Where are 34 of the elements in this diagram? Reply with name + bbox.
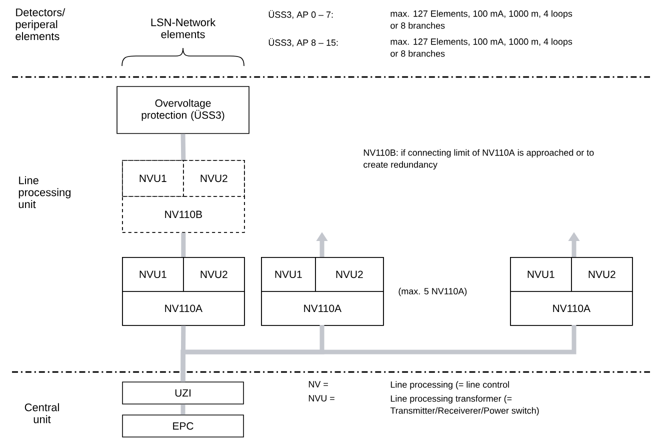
module-cell: NVU2: [183, 160, 245, 197]
label-text: (max. 5 NV110A): [398, 288, 467, 296]
label-text: LSN-Network elements: [151, 18, 216, 38]
label-text: ÜSS3, AP 8 – 15:: [268, 38, 338, 47]
module-cell: NVU1: [122, 160, 184, 197]
module-cell: NVU2: [183, 257, 245, 292]
label-text: max. 127 Elements, 100 mA, 1000 m, 4 loops or 8 branches: [390, 10, 572, 29]
unit-box: Overvoltage protection (ÜSS3): [116, 86, 250, 134]
unit-box: UZI: [122, 382, 244, 404]
label-text: NV =: [308, 381, 328, 388]
label-text: Line processing (= line control: [390, 381, 509, 390]
label-text: Line processing unit: [18, 176, 70, 208]
label-text: Detectors/ periperal elements: [16, 8, 66, 40]
module-cell: NVU1: [510, 257, 572, 292]
bus-line: [180, 325, 576, 382]
label-text: ÜSS3, AP 0 – 7:: [268, 10, 333, 19]
module-cell: NVU2: [315, 257, 384, 292]
module-cell: NVU1: [261, 257, 316, 292]
module-cell: NV110B: [122, 196, 245, 233]
connector-line: [180, 404, 186, 415]
label-text: NVU =: [308, 395, 334, 402]
connector-line: [180, 326, 186, 382]
module-cell: NV110A: [261, 291, 384, 326]
label-text: Central unit: [24, 403, 59, 424]
label-text: Line processing transformer (= Transmitter/Receiverer/Power switch): [390, 395, 539, 416]
module-cell: NVU2: [571, 257, 633, 292]
module-cell: NVU1: [122, 257, 184, 292]
module-cell: NV110A: [122, 291, 245, 326]
unit-box: EPC: [122, 414, 244, 438]
module-cell: NV110A: [510, 291, 633, 326]
connector-line: [181, 232, 186, 257]
connector-line: [180, 134, 186, 160]
label-text: max. 127 Elements, 100 mA, 1000 m, 4 loops or 8 branches: [390, 38, 572, 57]
label-text: NV110B: if connecting limit of NV110A is approached or to create redundancy: [364, 149, 594, 170]
